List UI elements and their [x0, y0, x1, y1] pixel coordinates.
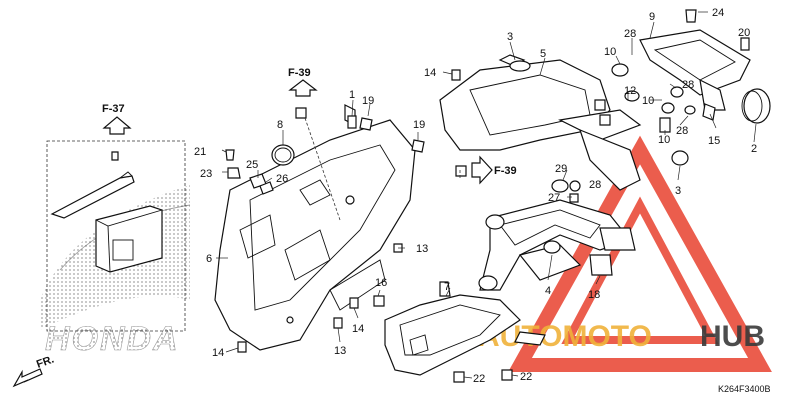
bolt-27 [569, 193, 579, 203]
label-1: 1 [349, 89, 355, 101]
f39-right-arrow [471, 155, 493, 185]
label-14-left: 14 [212, 347, 224, 359]
f39-top-arrow [288, 79, 318, 97]
label-23: 23 [200, 168, 212, 180]
label-13-right: 13 [416, 243, 428, 255]
front-direction-arrow [12, 368, 43, 388]
label-24: 24 [712, 7, 724, 19]
label-19-right: 19 [413, 119, 425, 131]
label-28-low: 28 [676, 125, 688, 137]
label-16: 16 [375, 277, 387, 289]
label-21: 21 [194, 146, 206, 158]
rear-fender-upper-part [439, 54, 642, 191]
nut-15 [702, 103, 716, 121]
label-28-mid: 28 [682, 79, 694, 91]
label-4: 4 [545, 285, 551, 297]
label-28-top: 28 [624, 28, 636, 40]
label-10-mid: 10 [642, 95, 654, 107]
label-8: 8 [277, 119, 283, 131]
label-26: 26 [276, 173, 288, 185]
label-12: 12 [624, 85, 636, 97]
ref-f37: F-37 [102, 103, 125, 115]
label-3-right: 3 [675, 185, 681, 197]
inner-fender-part [214, 104, 416, 351]
washer-29 [551, 179, 569, 193]
battery-part [50, 151, 163, 273]
f37-arrow [102, 116, 132, 135]
diagram-code: K264F3400B [718, 384, 771, 394]
grab-rail-part [478, 199, 636, 291]
label-22-right: 22 [520, 371, 532, 383]
label-29: 29 [555, 163, 567, 175]
ref-f39-top: F-39 [288, 67, 311, 79]
label-10-low: 10 [658, 134, 670, 146]
license-bracket-part [611, 29, 751, 133]
ref-f39-right: F-39 [494, 165, 517, 177]
watermark-text-part2: HUB [700, 320, 765, 353]
battery-callout-box [46, 140, 186, 332]
label-3-top: 3 [507, 31, 513, 43]
label-15: 15 [708, 135, 720, 147]
label-14-mid: 14 [352, 323, 364, 335]
washer-3 [671, 150, 689, 166]
reflector-part [741, 88, 771, 124]
bolt-24 [685, 9, 697, 23]
rear-fender-lower-part [384, 281, 546, 383]
label-13-low: 13 [334, 345, 346, 357]
honda-brand-text: HONDA [45, 320, 180, 358]
collar-28 [569, 180, 581, 192]
label-22-left: 22 [473, 373, 485, 385]
small-fasteners [225, 69, 467, 353]
label-6: 6 [206, 253, 212, 265]
label-9: 9 [649, 11, 655, 23]
label-14-top: 14 [424, 67, 436, 79]
part-number-labels: 3 5 9 24 20 28 10 28 10 12 28 10 15 2 3 … [194, 7, 757, 385]
label-7: 7 [444, 281, 450, 293]
label-20: 20 [738, 27, 750, 39]
label-5: 5 [540, 48, 546, 60]
label-19-top: 19 [362, 95, 374, 107]
label-2: 2 [751, 143, 757, 155]
leader-lines [216, 11, 757, 379]
label-28-bottom: 28 [589, 179, 601, 191]
label-10-top: 10 [604, 46, 616, 58]
screw-20 [740, 37, 750, 51]
label-27: 27 [548, 192, 560, 204]
front-direction-label: FR. [35, 353, 56, 370]
label-18: 18 [588, 289, 600, 301]
label-25: 25 [246, 159, 258, 171]
